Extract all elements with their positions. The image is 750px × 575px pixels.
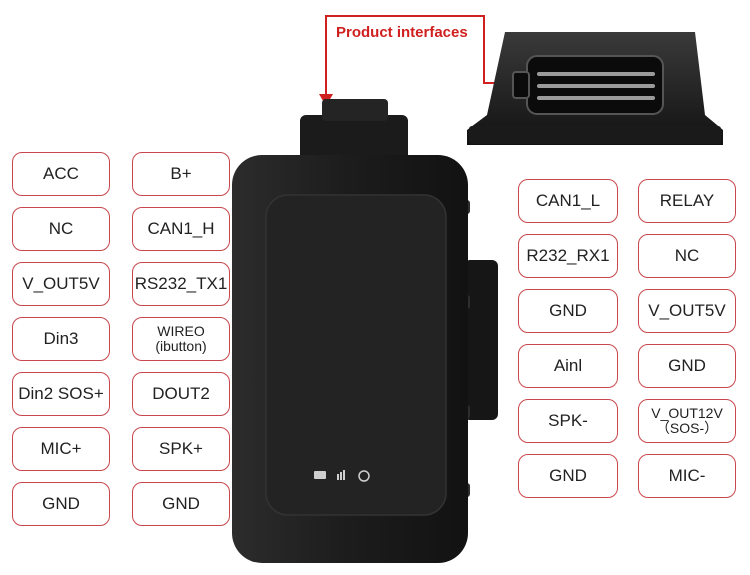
pin-v-out12v-sos-minus: V_OUT12V（SOS-） (638, 399, 736, 443)
connector-image (467, 32, 723, 145)
pin-gnd: GND (518, 289, 618, 333)
pin-mic-plus: MIC+ (12, 427, 110, 471)
pin-gnd: GND (518, 454, 618, 498)
pin-can1-l: CAN1_L (518, 179, 618, 223)
pin-v-out5v: V_OUT5V (12, 262, 110, 306)
pin-wireo-ibutton: WIREO(ibutton) (132, 317, 230, 361)
pin-can1-h: CAN1_H (132, 207, 230, 251)
gps-tracker-device-image (232, 99, 498, 563)
pin-r232-rx1: R232_RX1 (518, 234, 618, 278)
pin-acc: ACC (12, 152, 110, 196)
pin-b-plus: B+ (132, 152, 230, 196)
pin-nc: NC (12, 207, 110, 251)
pin-relay: RELAY (638, 179, 736, 223)
pin-spk-plus: SPK+ (132, 427, 230, 471)
pin-dout2: DOUT2 (132, 372, 230, 416)
pin-mic-minus: MIC- (638, 454, 736, 498)
pin-ainl: Ainl (518, 344, 618, 388)
product-interfaces-label: Product interfaces (336, 24, 468, 41)
pin-gnd: GND (132, 482, 230, 526)
gsm-signal-icon (337, 470, 345, 480)
gps-icon (358, 470, 370, 482)
pin-nc: NC (638, 234, 736, 278)
pin-gnd: GND (638, 344, 736, 388)
pin-spk-minus: SPK- (518, 399, 618, 443)
pin-rs232-tx1: RS232_TX1 (132, 262, 230, 306)
pin-din2-sos-plus: Din2 SOS+ (12, 372, 110, 416)
pin-v-out5v: V_OUT5V (638, 289, 736, 333)
pin-din3: Din3 (12, 317, 110, 361)
pin-gnd: GND (12, 482, 110, 526)
battery-icon (314, 471, 326, 479)
